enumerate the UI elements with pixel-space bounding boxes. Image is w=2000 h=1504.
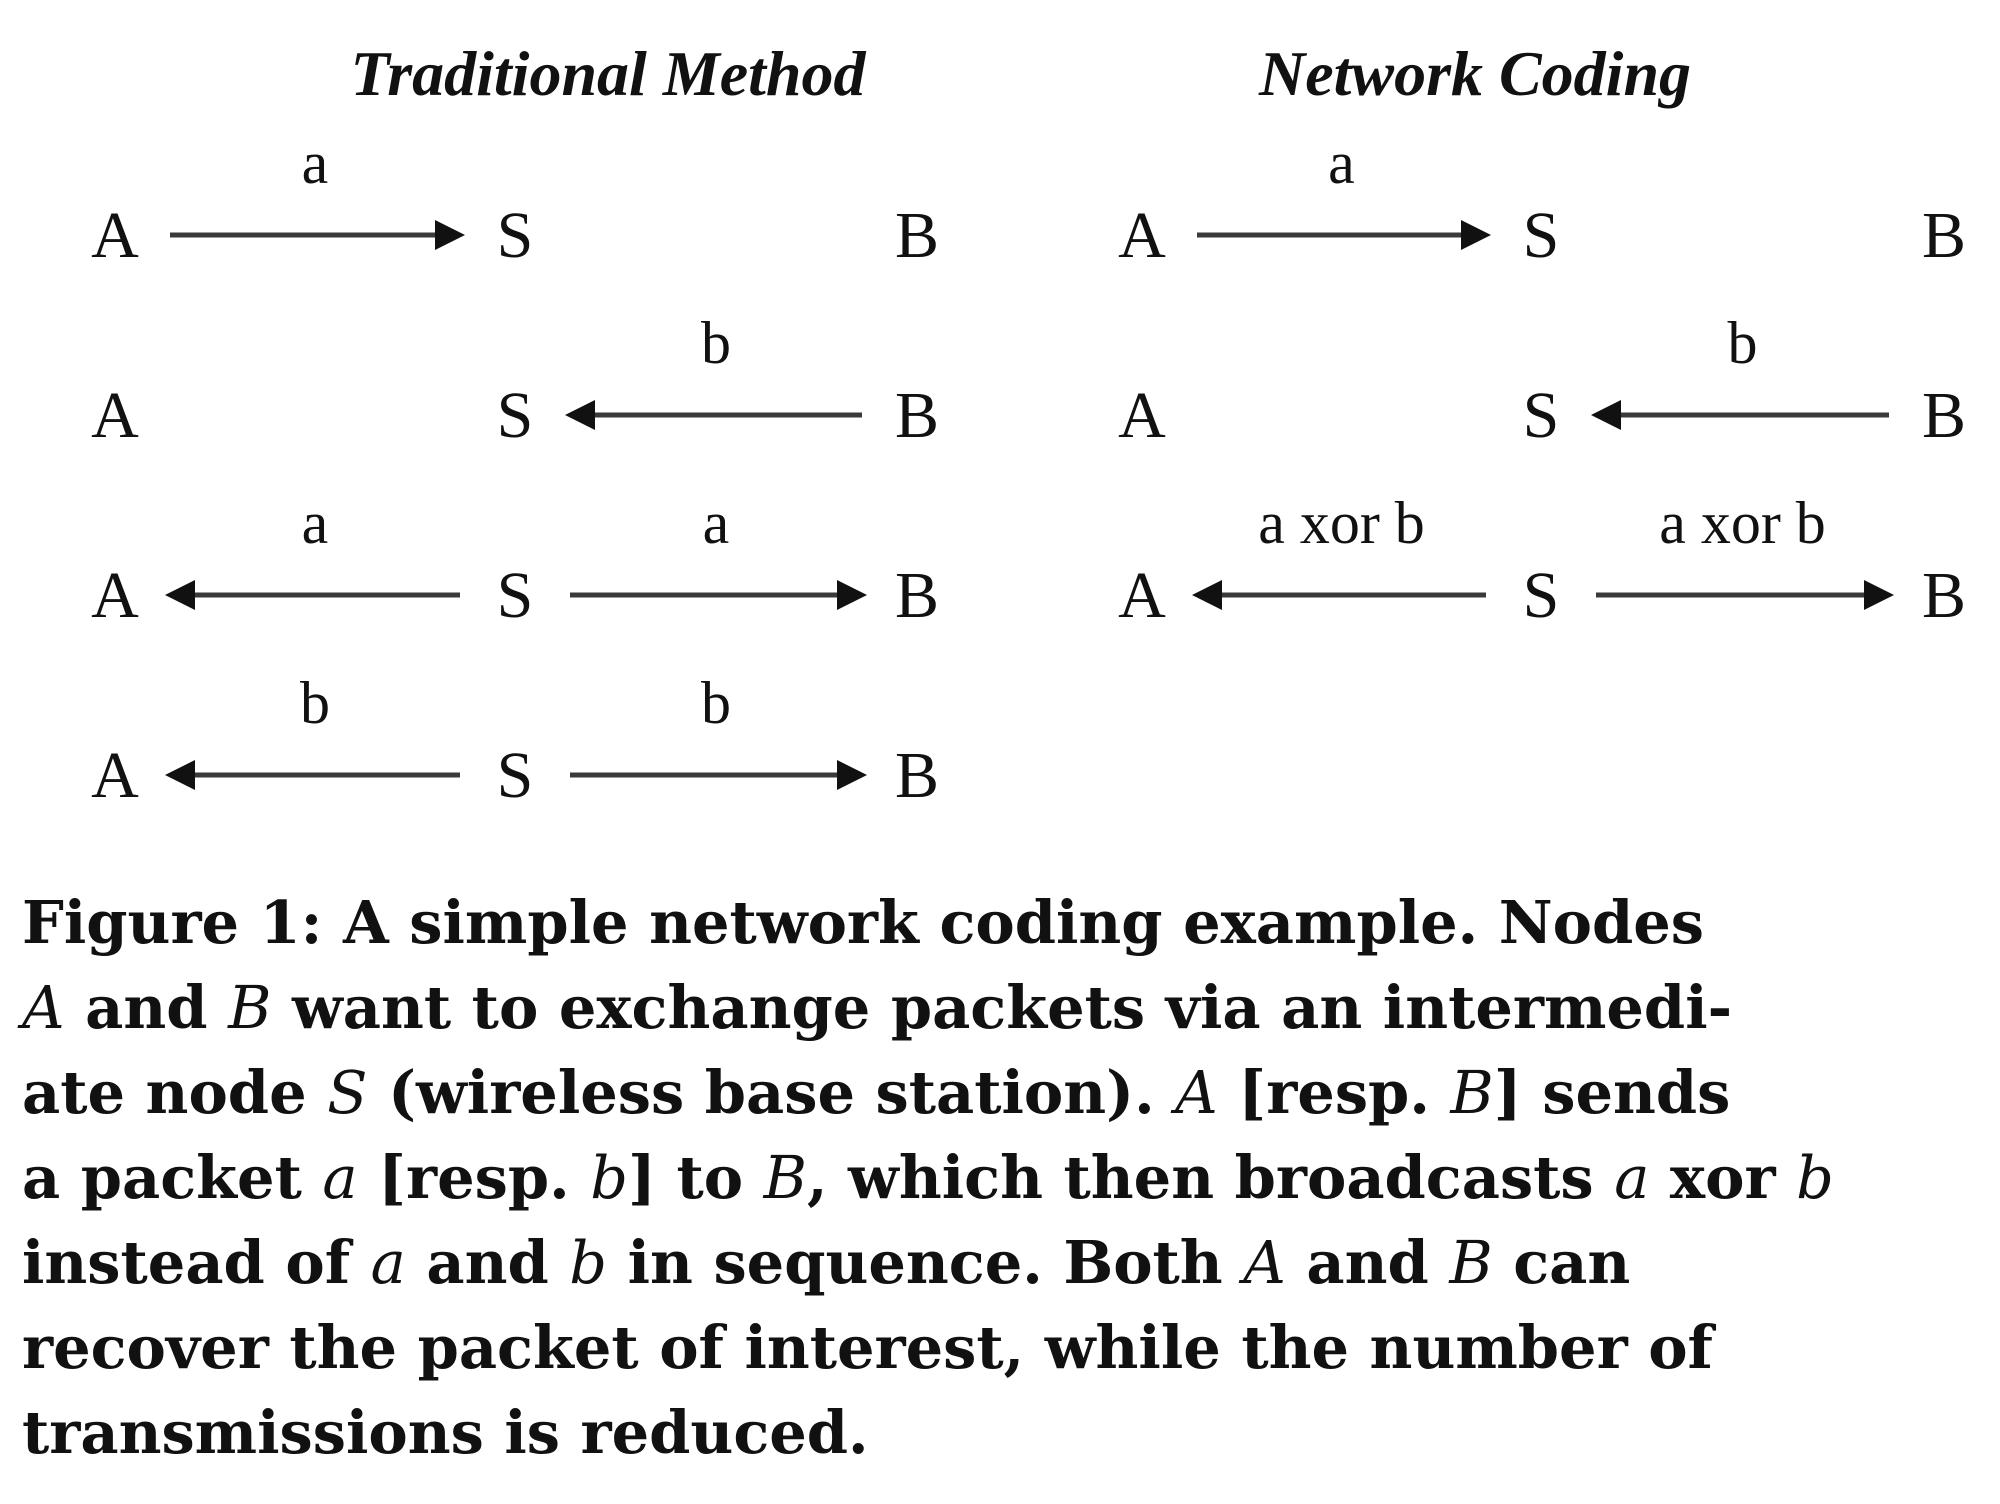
- caption-line: ate node S (wireless base station). A [r…: [22, 1050, 1972, 1135]
- caption-math-symbol: b: [569, 1228, 608, 1297]
- edge-label: a: [302, 130, 329, 196]
- caption-text: [resp.: [1217, 1058, 1451, 1127]
- node-a-label: A: [1118, 559, 1166, 632]
- panel-title: Traditional Method: [350, 38, 866, 109]
- node-a-label: A: [91, 199, 139, 272]
- node-s-label: S: [497, 559, 534, 632]
- node-s-label: S: [1523, 559, 1560, 632]
- caption-math-symbol: A: [1175, 1058, 1218, 1127]
- node-s-label: S: [1523, 199, 1560, 272]
- node-b-label: B: [895, 739, 939, 812]
- edge-label: a xor b: [1659, 490, 1826, 556]
- node-s-label: S: [1523, 379, 1560, 452]
- node-a-label: A: [91, 559, 139, 632]
- caption-line: A and B want to exchange packets via an …: [22, 965, 1972, 1050]
- caption-math-symbol: B: [763, 1143, 807, 1212]
- node-a-label: A: [1118, 379, 1166, 452]
- caption-text: a packet: [22, 1143, 323, 1212]
- caption-text: ate node: [22, 1058, 328, 1127]
- node-b-label: B: [895, 379, 939, 452]
- caption-text: , which then broadcasts: [806, 1143, 1615, 1212]
- node-a-label: A: [91, 379, 139, 452]
- caption-text: can: [1492, 1228, 1631, 1297]
- caption-line: recover the packet of interest, while th…: [22, 1305, 1972, 1390]
- caption-math-symbol: B: [228, 973, 272, 1042]
- node-b-label: B: [895, 559, 939, 632]
- node-b-label: B: [1922, 559, 1966, 632]
- caption-line: Figure 1: A simple network coding exampl…: [22, 880, 1972, 965]
- caption-math-symbol: A: [1243, 1228, 1286, 1297]
- panel-title: Network Coding: [1258, 38, 1691, 109]
- edge-label: a xor b: [1258, 490, 1425, 556]
- caption-math-symbol: A: [22, 973, 65, 1042]
- caption-math-symbol: b: [1796, 1143, 1834, 1212]
- caption-text: and: [64, 973, 229, 1042]
- node-s-label: S: [497, 199, 534, 272]
- caption-text: (wireless base station).: [367, 1058, 1176, 1127]
- edge-label: a: [302, 490, 329, 556]
- edge-label: a: [703, 490, 730, 556]
- caption-math-symbol: a: [322, 1143, 358, 1212]
- caption-text: and: [405, 1228, 570, 1297]
- node-s-label: S: [497, 739, 534, 812]
- caption-text: xor: [1649, 1143, 1797, 1212]
- caption-text: recover the packet of interest, while th…: [22, 1313, 1713, 1382]
- figure-caption: Figure 1: A simple network coding exampl…: [22, 880, 1972, 1475]
- caption-line: transmissions is reduced.: [22, 1390, 1972, 1475]
- caption-math-symbol: B: [1449, 1228, 1493, 1297]
- caption-math-symbol: S: [327, 1058, 368, 1127]
- node-b-label: B: [895, 199, 939, 272]
- caption-math-symbol: a: [370, 1228, 406, 1297]
- caption-text: and: [1285, 1228, 1450, 1297]
- caption-text: ] sends: [1493, 1058, 1731, 1127]
- edge-label: a: [1328, 130, 1355, 196]
- caption-text: Figure 1: A simple network coding exampl…: [22, 888, 1705, 957]
- caption-text: ] to: [628, 1143, 764, 1212]
- edge-label: b: [701, 310, 731, 376]
- caption-text: transmissions is reduced.: [22, 1398, 869, 1467]
- caption-line: a packet a [resp. b] to B, which then br…: [22, 1135, 1972, 1220]
- node-b-label: B: [1922, 199, 1966, 272]
- node-a-label: A: [91, 739, 139, 812]
- node-b-label: B: [1922, 379, 1966, 452]
- edge-label: b: [300, 670, 330, 736]
- caption-line: instead of a and b in sequence. Both A a…: [22, 1220, 1972, 1305]
- caption-text: instead of: [22, 1228, 371, 1297]
- caption-text: [resp.: [357, 1143, 591, 1212]
- node-s-label: S: [497, 379, 534, 452]
- caption-math-symbol: b: [590, 1143, 628, 1212]
- node-a-label: A: [1118, 199, 1166, 272]
- caption-text: want to exchange packets via an intermed…: [271, 973, 1733, 1042]
- edge-label: b: [701, 670, 731, 736]
- caption-math-symbol: B: [1450, 1058, 1494, 1127]
- edge-label: b: [1728, 310, 1758, 376]
- caption-math-symbol: a: [1614, 1143, 1650, 1212]
- caption-text: in sequence. Both: [607, 1228, 1244, 1297]
